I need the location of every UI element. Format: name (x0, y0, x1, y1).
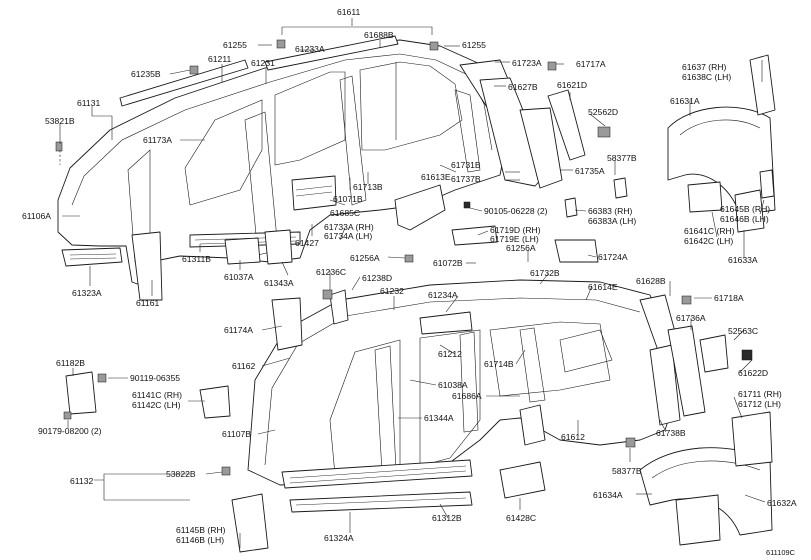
label-61312B: 61312B (432, 513, 462, 523)
label-61428C: 61428C (506, 513, 536, 523)
label-61723A: 61723A (512, 58, 542, 68)
label-61718A: 61718A (714, 293, 744, 303)
label-61719E-lh: 61719E (LH) (490, 234, 539, 244)
label-61107B: 61107B (222, 429, 251, 439)
label-61611: 61611 (337, 7, 360, 17)
label-61142C-lh: 61142C (LH) (132, 400, 181, 410)
label-61734A-lh: 61734A (LH) (324, 231, 372, 241)
label-61131: 61131 (77, 98, 100, 108)
label-61628B: 61628B (636, 276, 666, 286)
label-61132: 61132 (70, 476, 93, 486)
label-61161: 61161 (136, 298, 159, 308)
lower-inner-panel-drawing (63, 279, 773, 553)
label-61645B-rh: 61645B (RH) (720, 204, 770, 214)
label-61731B: 61731B (451, 160, 481, 170)
label-61735A: 61735A (575, 166, 605, 176)
label-61038A: 61038A (438, 380, 468, 390)
label-61232: 61232 (380, 286, 404, 296)
label-52562D: 52562D (588, 107, 618, 117)
label-61724A: 61724A (598, 252, 628, 262)
label-61343A: 61343A (264, 278, 294, 288)
label-90119-06355: 90119-06355 (130, 373, 180, 383)
label-61637-rh: 61637 (RH) (682, 62, 727, 72)
label-61627B: 61627B (508, 82, 538, 92)
label-61145B-rh: 61145B (RH) (176, 525, 226, 535)
label-58377B-upper: 58377B (607, 153, 637, 163)
label-61712-lh: 61712 (LH) (738, 399, 781, 409)
label-61427: 61427 (295, 238, 319, 248)
label-61638C-lh: 61638C (LH) (682, 72, 731, 82)
label-61737B: 61737B (451, 174, 481, 184)
label-61738B: 61738B (656, 428, 686, 438)
label-61686A: 61686A (452, 391, 482, 401)
label-61631A: 61631A (670, 96, 700, 106)
label-61711-rh: 61711 (RH) (738, 389, 782, 399)
label-61733A-rh: 61733A (RH) (324, 222, 374, 232)
label-61632A: 61632A (767, 498, 797, 508)
label-61719D-rh: 61719D (RH) (490, 225, 541, 235)
label-61106A: 61106A (22, 211, 51, 221)
label-61256A-left: 61256A (350, 253, 380, 263)
label-61072B: 61072B (433, 258, 463, 268)
label-61235B: 61235B (131, 69, 161, 79)
label-61646B-lh: 61646B (LH) (720, 214, 769, 224)
label-61174A: 61174A (224, 325, 253, 335)
label-61324A: 61324A (324, 533, 354, 543)
label-61238D: 61238D (362, 273, 392, 283)
label-61256A-right: 61256A (506, 243, 536, 253)
label-61713B: 61713B (353, 182, 383, 192)
label-66383A-lh: 66383A (LH) (588, 216, 636, 226)
label-61634A: 61634A (593, 490, 623, 500)
label-61622D: 61622D (738, 368, 768, 378)
label-61732B: 61732B (530, 268, 560, 278)
label-61717A: 61717A (576, 59, 606, 69)
label-61685C: 61685C (330, 208, 360, 218)
label-52563C: 52563C (728, 326, 758, 336)
label-53822B: 53822B (166, 469, 196, 479)
diagram-code: 611109C (766, 548, 796, 557)
label-61255-right: 61255 (462, 40, 486, 50)
label-61234A: 61234A (428, 290, 458, 300)
label-61236C: 61236C (316, 267, 346, 277)
label-61071B: 61071B (333, 194, 363, 204)
label-61614E: 61614E (588, 282, 618, 292)
label-61255-left: 61255 (223, 40, 247, 50)
label-53821B: 53821B (45, 116, 75, 126)
label-61621D: 61621D (557, 80, 587, 90)
label-61323A: 61323A (72, 288, 102, 298)
upper-rear-parts-drawing (459, 54, 776, 263)
label-61173A: 61173A (143, 135, 172, 145)
label-61212: 61212 (438, 349, 462, 359)
label-61141C-rh: 61141C (RH) (132, 390, 182, 400)
label-61714B: 61714B (484, 359, 514, 369)
label-61688B: 61688B (364, 30, 394, 40)
label-61146B-lh: 61146B (LH) (176, 535, 224, 545)
label-61311B: 61311B (182, 254, 211, 264)
label-61612: 61612 (561, 432, 585, 442)
leader-lines (59, 18, 766, 548)
label-90105-06228: 90105-06228 (2) (484, 206, 548, 216)
label-90179-08200: 90179-08200 (2) (38, 426, 102, 436)
part-labels: 61611 61688B 61255 61233A 61255 61235B 6… (22, 7, 797, 557)
label-61211: 61211 (208, 54, 231, 64)
label-61162: 61162 (232, 361, 255, 371)
label-66383-rh: 66383 (RH) (588, 206, 633, 216)
label-61613E: 61613E (421, 172, 451, 182)
label-61231: 61231 (251, 58, 275, 68)
label-61182B: 61182B (56, 358, 85, 368)
label-61641C-rh: 61641C (RH) (684, 226, 735, 236)
label-61344A: 61344A (424, 413, 454, 423)
label-61633A: 61633A (728, 255, 758, 265)
label-61233A: 61233A (295, 44, 325, 54)
upper-side-panel-drawing (55, 35, 557, 301)
label-58377B-lower: 58377B (612, 466, 642, 476)
label-61037A: 61037A (224, 272, 254, 282)
label-61736A: 61736A (676, 313, 706, 323)
label-61642C-lh: 61642C (LH) (684, 236, 733, 246)
